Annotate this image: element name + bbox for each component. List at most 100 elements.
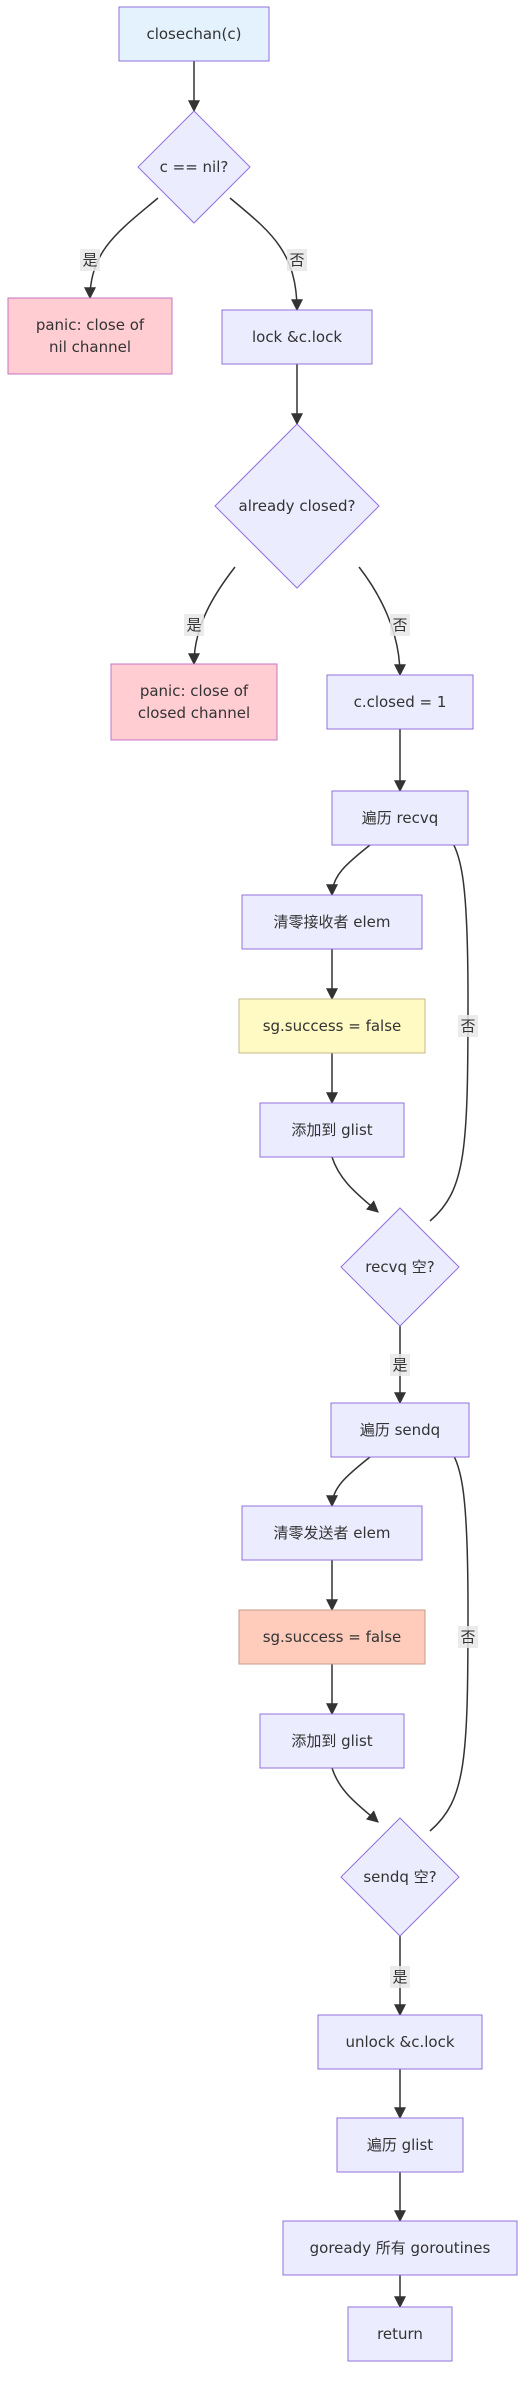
node-label: closechan(c) [146, 25, 241, 43]
decision-diamond [214, 423, 380, 589]
decision-diamond [137, 110, 251, 224]
edge-label-text: 否 [460, 1017, 475, 1035]
process-box [282, 2220, 518, 2276]
edge-label-background [390, 614, 410, 636]
edge-label-background [390, 1354, 410, 1376]
node-recv-success: sg.success = false [238, 998, 426, 1054]
edge-label: 否 [287, 249, 307, 271]
decision-diamond [340, 1817, 460, 1937]
node-label: 添加到 glist [291, 1732, 372, 1750]
edge-label-text: 是 [392, 1968, 407, 1986]
process-box [317, 2014, 483, 2070]
node-panic-closed: panic: close of closed channel [110, 663, 278, 741]
edge-nil_check-to-panic_nil [84, 197, 159, 300]
node-label: 遍历 recvq [362, 809, 438, 827]
node-label: sg.success = false [263, 1628, 402, 1646]
edge-iter_sendq-to-clear_send [326, 1456, 371, 1508]
edge-label: 是 [184, 614, 204, 636]
edge-recvq_empty-to-iter_recvq [429, 829, 469, 1222]
node-label: 遍历 sendq [360, 1421, 440, 1439]
node-nil-check: c == nil? [137, 110, 251, 224]
process-box [241, 894, 423, 950]
node-iter-glist: 遍历 glist [336, 2117, 464, 2173]
edge-label: 是 [390, 1966, 410, 1988]
node-recvq-empty: recvq 空? [340, 1207, 460, 1327]
node-send-success: sg.success = false [238, 1609, 426, 1665]
edge-sendq_empty-to-iter_sendq [429, 1441, 469, 1832]
decision-diamond [340, 1207, 460, 1327]
node-label: c.closed = 1 [354, 693, 447, 711]
node-label: panic: close of [36, 316, 145, 334]
node-iter-sendq: 遍历 sendq [330, 1402, 470, 1458]
edge-label-text: 是 [82, 251, 97, 269]
process-box [330, 1402, 470, 1458]
node-set-closed: c.closed = 1 [326, 674, 474, 730]
node-label: 遍历 glist [367, 2136, 433, 2154]
node-label: 添加到 glist [291, 1121, 372, 1139]
node-label: sendq 空? [363, 1868, 436, 1886]
node-goready: goready 所有 goroutines [282, 2220, 518, 2276]
edge-label-background [390, 1966, 410, 1988]
process-box [331, 790, 469, 846]
node-label: closed channel [138, 704, 250, 722]
node-clear-recv: 清零接收者 elem [241, 894, 423, 950]
edge-label: 是 [390, 1354, 410, 1376]
node-add-glist-1: 添加到 glist [259, 1102, 405, 1158]
node-label: already closed? [239, 497, 356, 515]
process-box [347, 2306, 453, 2362]
edge-label-background [80, 249, 100, 271]
process-box [221, 309, 373, 365]
node-label: c == nil? [160, 158, 229, 176]
node-sendq-empty: sendq 空? [340, 1817, 460, 1937]
edge-label-text: 是 [392, 1356, 407, 1374]
process-box [238, 998, 426, 1054]
node-label: recvq 空? [365, 1258, 434, 1276]
node-label: nil channel [49, 338, 131, 356]
edge-label: 否 [458, 1626, 478, 1648]
edge-label: 是 [80, 249, 100, 271]
edge-label-background [184, 614, 204, 636]
process-box [259, 1713, 405, 1769]
node-panic-nil: panic: close of nil channel [7, 297, 173, 375]
edge-iter_recvq-to-clear_recv [326, 844, 371, 897]
node-label: panic: close of [140, 682, 249, 700]
process-box [238, 1609, 426, 1665]
edge-closed_check-to-panic_closed [188, 566, 236, 666]
node-clear-send: 清零发送者 elem [241, 1505, 423, 1561]
process-box [110, 663, 278, 741]
process-box [7, 297, 173, 375]
edge-label-text: 是 [186, 616, 201, 634]
node-return: return [347, 2306, 453, 2362]
edge-closed_check-to-set_closed [358, 566, 406, 677]
node-closechan: closechan(c) [118, 6, 270, 62]
process-box [241, 1505, 423, 1561]
node-label: 清零接收者 elem [273, 913, 390, 931]
node-label: sg.success = false [263, 1017, 402, 1035]
edge-label-text: 否 [460, 1628, 475, 1646]
node-unlock: unlock &c.lock [317, 2014, 483, 2070]
edge-label: 否 [390, 614, 410, 636]
edge-add_glist_1-to-recvq_empty [331, 1156, 379, 1213]
edge-label-background [287, 249, 307, 271]
node-label: unlock &c.lock [345, 2033, 454, 2051]
node-label: 清零发送者 elem [273, 1524, 390, 1542]
edge-add_glist_2-to-sendq_empty [331, 1767, 379, 1823]
edge-label-text: 否 [289, 251, 304, 269]
node-lock: lock &c.lock [221, 309, 373, 365]
node-closed-check: already closed? [214, 423, 380, 589]
process-box [259, 1102, 405, 1158]
node-label: lock &c.lock [252, 328, 342, 346]
edge-label: 否 [458, 1015, 478, 1037]
node-label: return [377, 2325, 423, 2343]
process-box [118, 6, 270, 62]
process-box [336, 2117, 464, 2173]
edge-label-background [458, 1015, 478, 1037]
process-box [326, 674, 474, 730]
node-add-glist-2: 添加到 glist [259, 1713, 405, 1769]
edge-label-text: 否 [392, 616, 407, 634]
edge-label-background [458, 1626, 478, 1648]
node-label: goready 所有 goroutines [310, 2239, 491, 2257]
node-iter-recvq: 遍历 recvq [331, 790, 469, 846]
edge-nil_check-to-lock [229, 197, 303, 312]
